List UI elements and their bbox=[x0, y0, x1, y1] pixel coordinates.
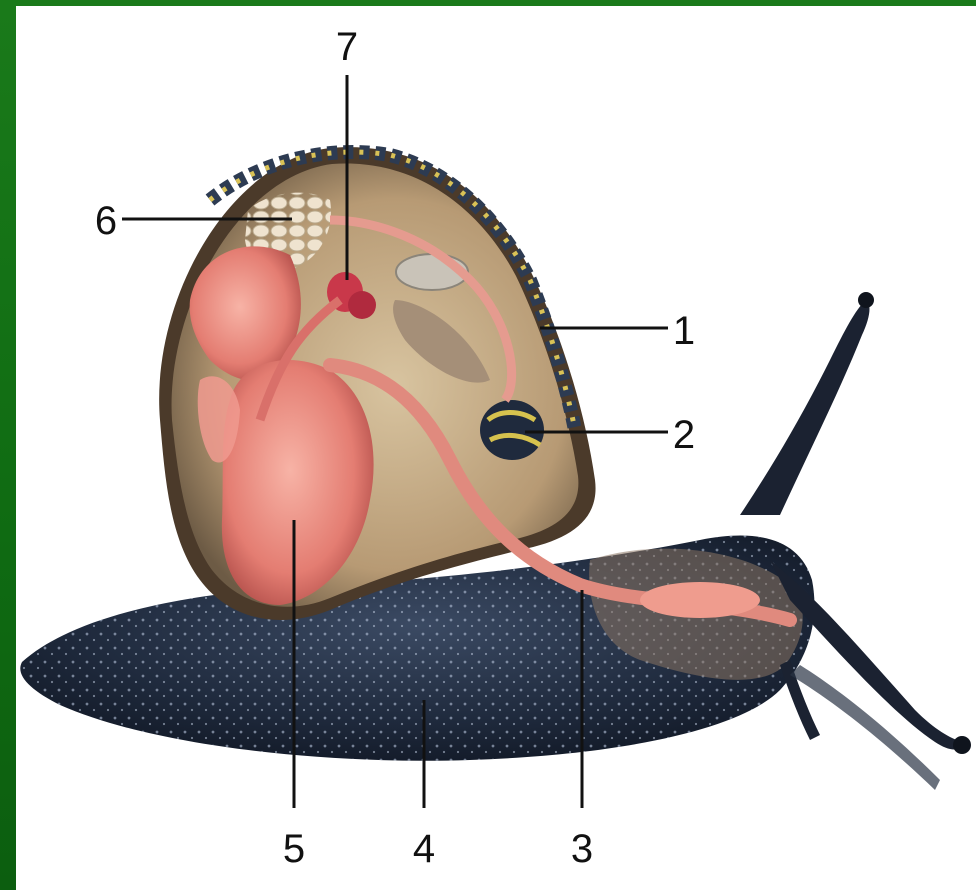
label-7: 7 bbox=[336, 25, 358, 69]
crop bbox=[640, 582, 760, 618]
label-4: 4 bbox=[413, 827, 435, 871]
mantle-edge bbox=[480, 400, 544, 460]
label-1: 1 bbox=[673, 309, 695, 353]
label-6: 6 bbox=[95, 199, 117, 243]
label-5: 5 bbox=[283, 827, 305, 871]
label-3: 3 bbox=[571, 827, 593, 871]
label-2: 2 bbox=[673, 413, 695, 457]
